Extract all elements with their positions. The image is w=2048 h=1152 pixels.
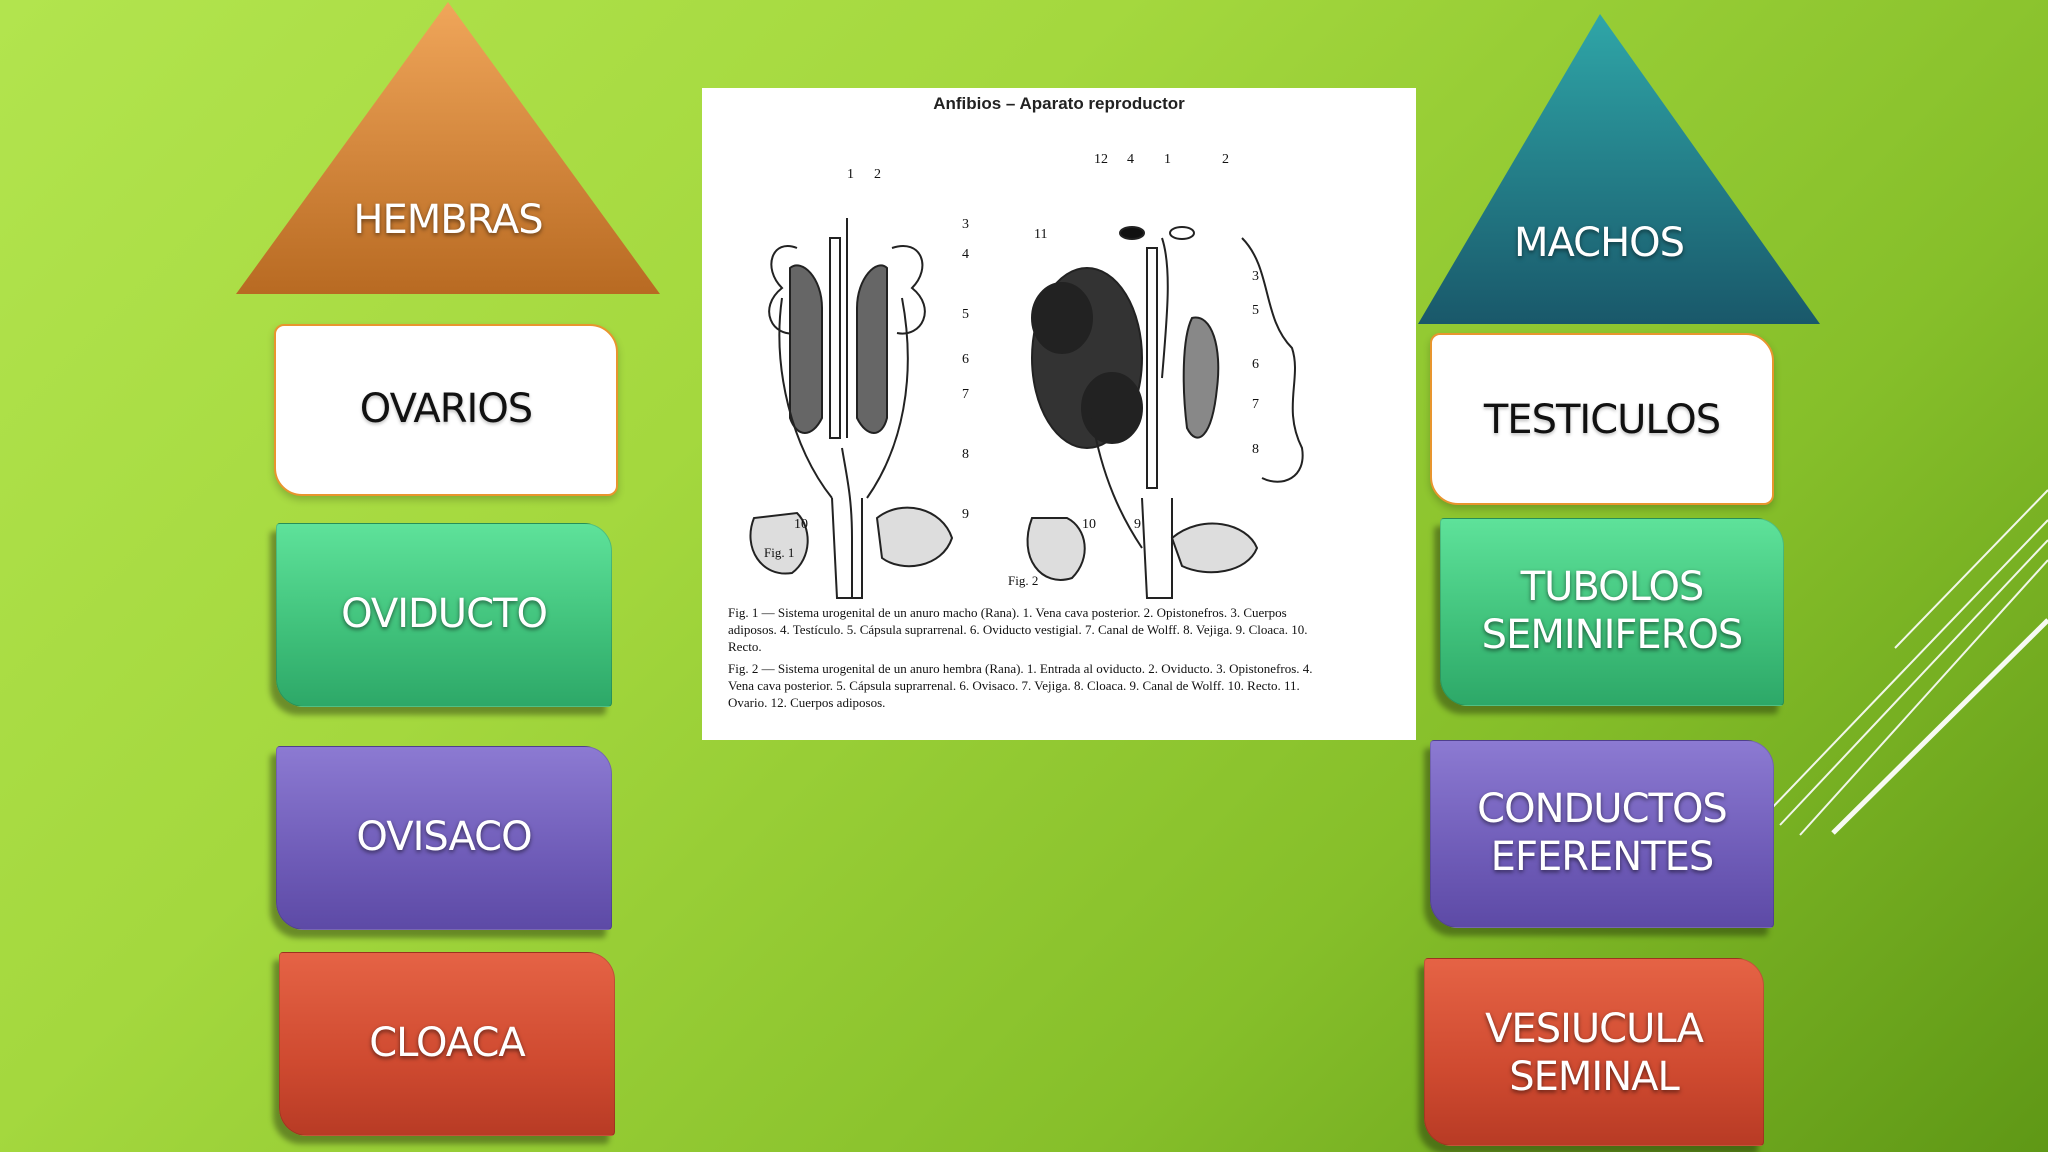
fig2-callout: 4 <box>1127 152 1134 167</box>
fig2-callout: 2 <box>1222 152 1229 167</box>
item-cloaca: CLOACA <box>279 952 615 1136</box>
item-label: CLOACA <box>369 1020 526 1066</box>
item-label: OVARIOS <box>359 386 533 432</box>
anatomy-figure: Anfibios – Aparato reproductor <box>702 88 1416 740</box>
fig1-callout: 8 <box>962 447 969 462</box>
item-label: TESTICULOS <box>1483 397 1721 443</box>
caption-fig2: Fig. 2 — Sistema urogenital de un anuro … <box>728 661 1313 710</box>
item-tubolos-seminiferos: TUBOLOS SEMINIFEROS <box>1440 518 1784 706</box>
fig1-callout: 1 <box>847 167 854 182</box>
fig2-callout: 5 <box>1252 303 1259 318</box>
fig2-label: Fig. 2 <box>1008 573 1039 588</box>
figure-title: Anfibios – Aparato reproductor <box>933 94 1185 113</box>
item-label: VESIUCULA SEMINAL <box>1485 1006 1704 1100</box>
machos-triangle: MACHOS <box>1418 14 1820 324</box>
item-label: OVISACO <box>356 814 532 860</box>
fig2-callout: 12 <box>1094 152 1108 167</box>
fig1-label: Fig. 1 <box>764 545 795 560</box>
fig2-callout: 7 <box>1252 397 1259 412</box>
item-label: OVIDUCTO <box>341 591 548 637</box>
machos-label: MACHOS <box>1513 220 1685 266</box>
fig1-callout: 3 <box>962 217 969 232</box>
decorative-lines <box>1769 489 2048 836</box>
fig2-callout: 8 <box>1252 442 1259 457</box>
fig1-callout: 10 <box>794 517 808 532</box>
fig1-callout: 9 <box>962 507 969 522</box>
fig2-callout: 9 <box>1134 517 1141 532</box>
item-label: CONDUCTOS EFERENTES <box>1477 786 1728 880</box>
fig1-callout: 6 <box>962 352 969 367</box>
caption-fig1: Fig. 1 — Sistema urogenital de un anuro … <box>728 605 1308 654</box>
item-ovisaco: OVISACO <box>276 746 612 930</box>
fig2-callout: 10 <box>1082 517 1096 532</box>
item-ovarios: OVARIOS <box>274 324 618 496</box>
item-testiculos: TESTICULOS <box>1430 333 1774 505</box>
item-label: TUBOLOS SEMINIFEROS <box>1481 564 1744 658</box>
fig1-callout: 2 <box>874 167 881 182</box>
fig2-callout: 6 <box>1252 357 1259 372</box>
hembras-label: HEMBRAS <box>353 197 543 243</box>
fig2-callout: 11 <box>1034 227 1047 242</box>
item-vesiucula-seminal: VESIUCULA SEMINAL <box>1424 958 1764 1146</box>
fig2-callout: 1 <box>1164 152 1171 167</box>
hembras-triangle: HEMBRAS <box>236 2 660 294</box>
fig1-callout: 7 <box>962 387 969 402</box>
fig1-callout: 5 <box>962 307 969 322</box>
fig2-callout: 3 <box>1252 269 1259 284</box>
item-conductos-eferentes: CONDUCTOS EFERENTES <box>1430 740 1774 928</box>
fig1-callout: 4 <box>962 247 969 262</box>
item-oviducto: OVIDUCTO <box>276 523 612 707</box>
